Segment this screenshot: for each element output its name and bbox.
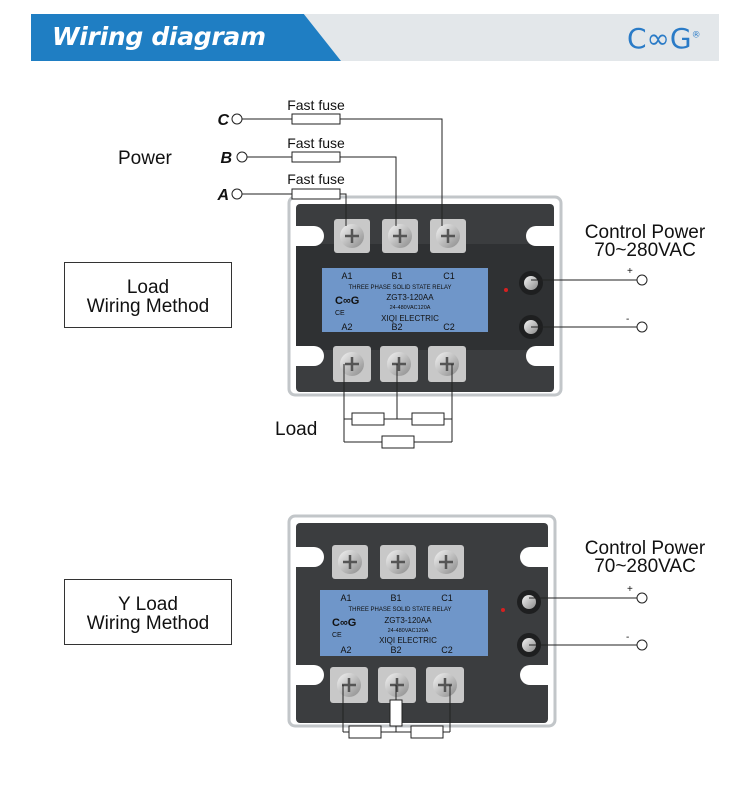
control-wiring-bottom xyxy=(529,592,648,651)
label-c1: C1 xyxy=(441,593,453,603)
control-plus-sign: + xyxy=(627,584,633,595)
relay-ce: CE xyxy=(332,632,342,639)
brand-logo-text: C∞G xyxy=(627,22,692,55)
relay-top: A1 B1 C1 THREE PHASE SOLID STATE RELAY C… xyxy=(287,195,563,397)
fuse-label-b: Fast fuse xyxy=(287,135,345,151)
terminal-b1-screw xyxy=(380,545,416,579)
load-label: Load xyxy=(275,419,317,440)
power-wiring xyxy=(231,113,443,226)
label-a1: A1 xyxy=(341,271,352,281)
control-power-voltage: 70~280VAC xyxy=(594,556,696,577)
phase-b-label: B xyxy=(220,150,232,167)
status-led xyxy=(504,288,508,292)
load-method-line1: Load xyxy=(126,277,170,298)
control-minus-sign: - xyxy=(626,632,629,643)
terminal-a2-screw xyxy=(333,346,371,382)
delta-load-wiring xyxy=(343,364,453,449)
fuse-label-c: Fast fuse xyxy=(287,97,345,113)
control-power-label: Control Power xyxy=(585,538,706,559)
power-label: Power xyxy=(118,148,173,169)
header-banner xyxy=(31,14,341,61)
relay-type: THREE PHASE SOLID STATE RELAY xyxy=(348,285,451,291)
relay-brand: XIQI ELECTRIC xyxy=(381,314,439,323)
load-wiring-method-box: Load Wiring Method xyxy=(64,262,232,328)
terminal-a2-screw xyxy=(330,667,368,703)
label-c2: C2 xyxy=(443,322,455,332)
label-b2: B2 xyxy=(391,322,402,332)
terminal-b1-screw xyxy=(382,219,418,253)
terminal-c1-screw xyxy=(428,545,464,579)
relay-bottom: A1 B1 C1 THREE PHASE SOLID STATE RELAY C… xyxy=(287,514,557,728)
load-method-line2: Wiring Method xyxy=(86,296,210,317)
brand-logo-registered: ® xyxy=(691,30,701,41)
label-c1: C1 xyxy=(443,271,455,281)
status-led xyxy=(501,608,505,612)
terminal-c1-screw xyxy=(430,219,466,253)
label-a2: A2 xyxy=(340,645,351,655)
label-c2: C2 xyxy=(441,645,453,655)
label-b1: B1 xyxy=(391,271,402,281)
control-minus-sign: - xyxy=(626,314,629,325)
y-load-method-line1: Y Load xyxy=(118,594,178,615)
relay-model: ZGT3-120AA xyxy=(384,616,432,625)
y-load-method-line2: Wiring Method xyxy=(86,613,210,634)
y-load-wiring xyxy=(342,685,451,739)
brand-logo: C∞G® xyxy=(627,22,701,55)
phase-a-label: A xyxy=(216,187,229,204)
relay-ce: CE xyxy=(335,310,345,317)
terminal-b2-screw xyxy=(380,346,418,382)
label-a1: A1 xyxy=(340,593,351,603)
relay-logo: C∞G xyxy=(332,617,356,629)
terminal-b2-screw xyxy=(378,667,416,703)
relay-type: THREE PHASE SOLID STATE RELAY xyxy=(348,607,451,613)
control-power-voltage: 70~280VAC xyxy=(594,240,696,261)
label-b2: B2 xyxy=(390,645,401,655)
terminal-a1-screw xyxy=(334,219,370,253)
control-power-label: Control Power xyxy=(585,222,706,243)
relay-brand: XIQI ELECTRIC xyxy=(379,636,437,645)
relay-rating: 24-480VAC120A xyxy=(390,305,431,311)
terminal-c2-screw xyxy=(426,667,464,703)
control-plus-sign: + xyxy=(627,266,633,277)
label-b1: B1 xyxy=(390,593,401,603)
relay-rating: 24-480VAC120A xyxy=(388,628,429,634)
fuse-label-a: Fast fuse xyxy=(287,171,345,187)
y-load-wiring-method-box: Y Load Wiring Method xyxy=(64,579,232,645)
relay-model: ZGT3-120AA xyxy=(386,293,434,302)
control-terminal-plus xyxy=(519,271,543,295)
phase-c-label: C xyxy=(217,112,229,129)
header-title: Wiring diagram xyxy=(52,22,266,51)
terminal-c2-screw xyxy=(428,346,466,382)
control-wiring-top xyxy=(531,274,648,333)
relay-logo: C∞G xyxy=(335,295,359,307)
label-a2: A2 xyxy=(341,322,352,332)
terminal-a1-screw xyxy=(332,545,368,579)
control-terminal-plus xyxy=(517,590,541,614)
